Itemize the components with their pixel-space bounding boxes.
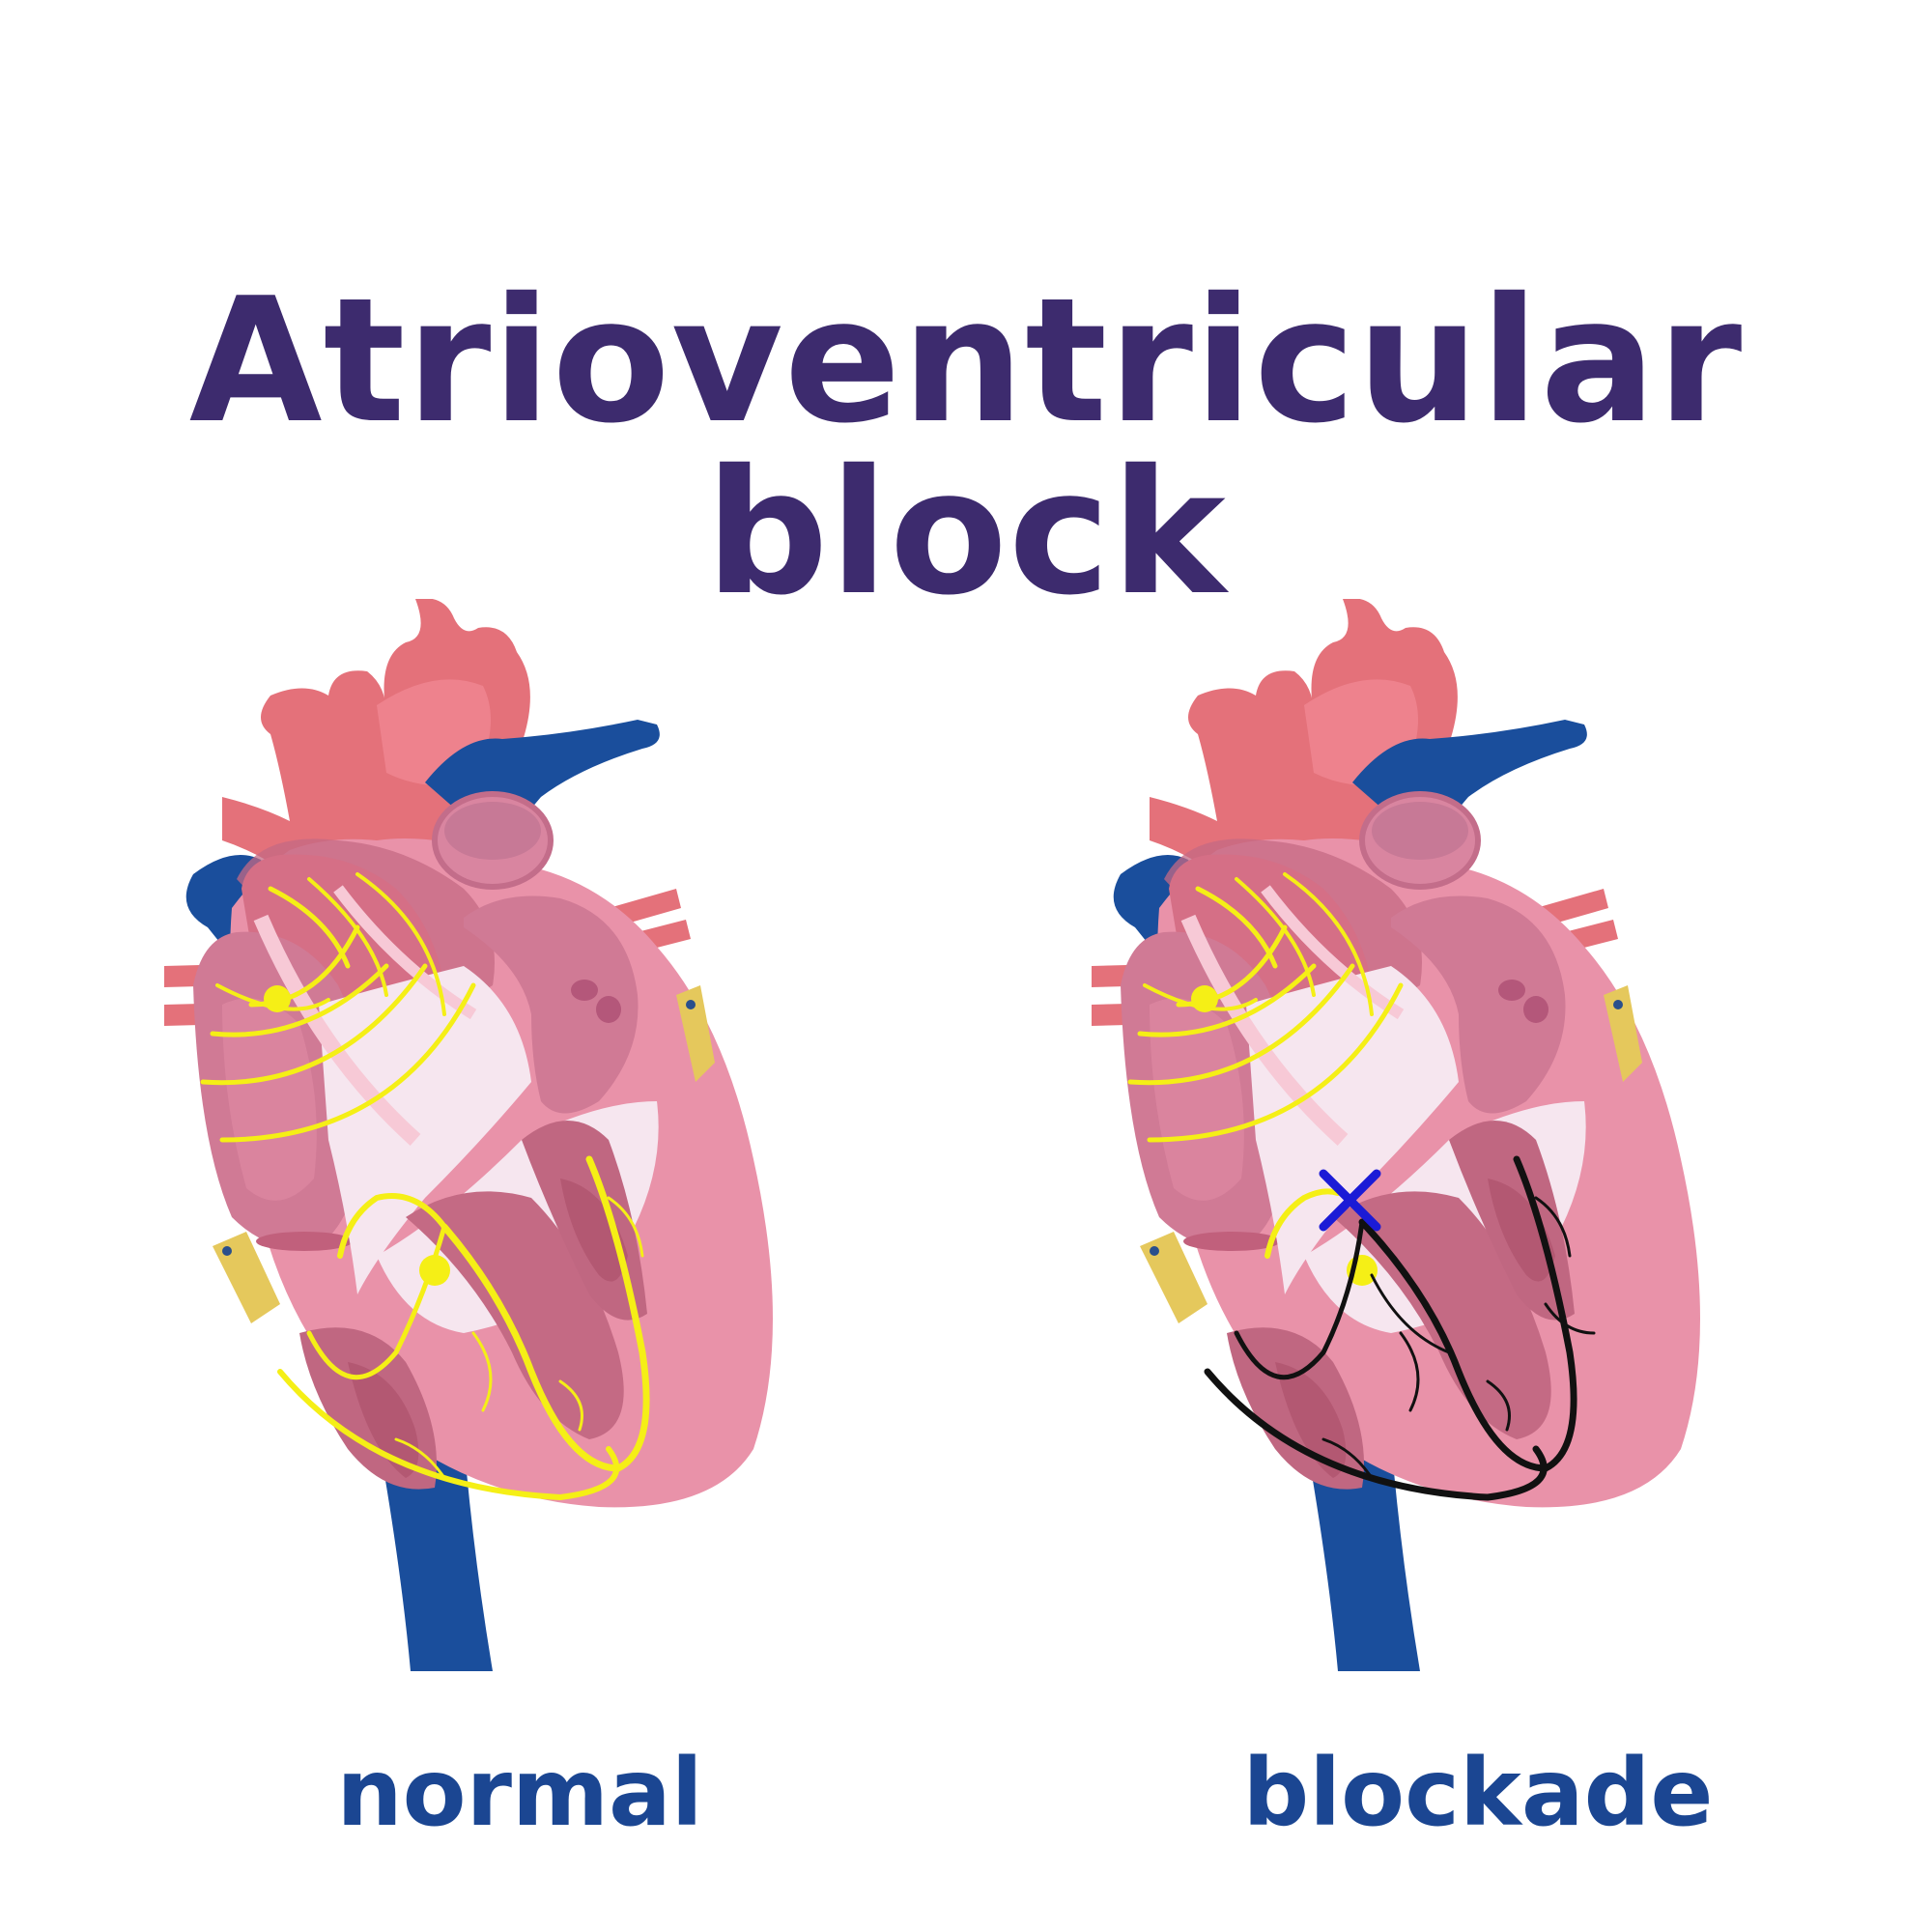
purkinje-outer [277,1369,620,1501]
inferior-vena-cava [377,1430,493,1671]
sa-wave-4 [200,963,428,1086]
ventricle-attachment-right [676,985,715,1082]
sa-wave-4 [1127,963,1355,1086]
sa-wave-5 [219,982,476,1143]
right-atrium-highlight [222,998,317,1201]
right-atrium-highlight [1150,998,1244,1201]
ventricle-attachment-right [1604,985,1642,1082]
purkinje-outer [1204,1368,1548,1501]
conduction-system-normal [200,872,650,1501]
atrial-conduction [1127,872,1404,1286]
conduction-system-blocked [1204,1155,1596,1501]
sa-wave-6 [1235,877,1316,997]
caption-normal: normal [336,1739,703,1847]
av-bundle-stem [1264,1188,1341,1259]
sa-wave-3 [210,963,389,1037]
tricuspid-opening [1183,1232,1280,1251]
tricuspid-opening [256,1232,353,1251]
sa-wave-3 [1137,963,1317,1037]
ventricle-cavity [1246,966,1459,1294]
av-bundle-stem [337,1193,447,1259]
block-x-mark [1319,1169,1381,1232]
sa-node [264,985,291,1012]
left-atrium-chamber [1391,895,1566,1114]
av-node [419,1255,450,1286]
page-title: Atrioventricular block [188,261,1744,633]
sa-wave-7 [355,872,446,1016]
sa-wave-6 [307,877,388,997]
sa-node [1191,985,1218,1012]
heart-anatomy [1092,599,1700,1671]
heart-diagram-blockade [1092,599,1700,1671]
septum [406,1191,624,1439]
ventricle-cavity [319,966,531,1294]
heart-anatomy [164,599,773,1671]
caption-blockade: blockade [1242,1739,1714,1847]
heart-diagram-normal [164,599,773,1671]
inferior-vena-cava [1304,1430,1420,1671]
bundle-branch-right [1234,1219,1365,1380]
sa-wave-7 [1283,872,1374,1016]
left-atrium-chamber [464,895,639,1114]
sa-wave-5 [1147,982,1404,1143]
